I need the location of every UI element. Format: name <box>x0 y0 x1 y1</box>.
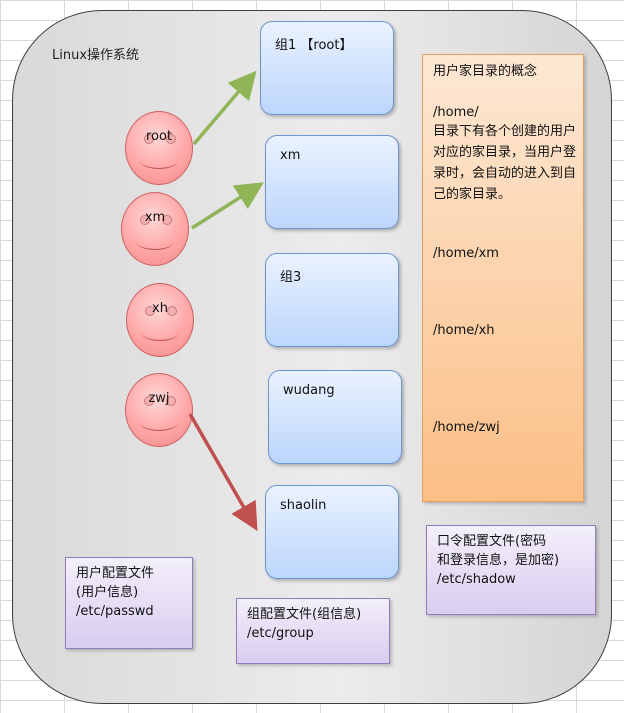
home-path-zwj: /home/zwj <box>433 420 500 435</box>
group-label: 组1 【root】 <box>275 38 353 53</box>
shadow-config-box: 口令配置文件(密码 和登录信息，是加密) /etc/shadow <box>426 525 596 615</box>
group-label: shaolin <box>280 498 327 513</box>
eye-icon <box>144 134 154 144</box>
user-face-zwj: zwj <box>125 373 193 447</box>
smile-icon <box>141 324 179 341</box>
group-box-shaolin: shaolin <box>265 485 399 579</box>
group-box-1: 组1 【root】 <box>260 21 394 115</box>
arrow-root-to-group1 <box>192 70 257 146</box>
eye-icon <box>166 396 176 406</box>
eye-icon <box>145 306 155 316</box>
user-name: xh <box>152 301 168 316</box>
user-name: zwj <box>148 391 170 406</box>
arrow-xm-to-group-xm <box>191 182 264 230</box>
user-face-root: root <box>125 111 193 185</box>
group-config-box: 组配置文件(组信息) /etc/group <box>236 598 390 664</box>
home-root-path: /home/ <box>433 105 479 120</box>
arrow-zwj-to-shaolin <box>188 413 258 532</box>
eye-icon <box>162 215 172 225</box>
group-box-3: 组3 <box>265 253 399 347</box>
group-label: xm <box>280 148 301 163</box>
eye-icon <box>166 134 176 144</box>
system-title: Linux操作系统 <box>52 48 140 63</box>
eye-icon <box>144 396 154 406</box>
group-box-wudang: wudang <box>268 370 402 464</box>
user-name: root <box>145 129 173 144</box>
eye-icon <box>167 306 177 316</box>
user-face-xh: xh <box>126 283 194 357</box>
home-title: 用户家目录的概念 <box>433 64 538 79</box>
home-directory-box: 用户家目录的概念 /home/ 目录下有各个创建的用户对应的家目录，当用户登录时… <box>422 54 584 502</box>
home-path-xm: /home/xm <box>433 246 499 261</box>
smile-icon <box>136 233 174 250</box>
user-name: xm <box>144 210 166 225</box>
smile-icon <box>140 414 178 431</box>
group-box-xm: xm <box>265 135 399 229</box>
eye-icon <box>140 215 150 225</box>
smile-icon <box>140 152 178 169</box>
home-path-xh: /home/xh <box>433 323 495 338</box>
passwd-config-box: 用户配置文件 (用户信息) /etc/passwd <box>65 557 193 649</box>
home-description: 目录下有各个创建的用户对应的家目录，当用户登录时，会自动的进入到自己的家目录。 <box>433 124 577 202</box>
group-label: 组3 <box>280 270 302 285</box>
user-face-xm: xm <box>121 192 189 266</box>
group-label: wudang <box>283 383 335 398</box>
